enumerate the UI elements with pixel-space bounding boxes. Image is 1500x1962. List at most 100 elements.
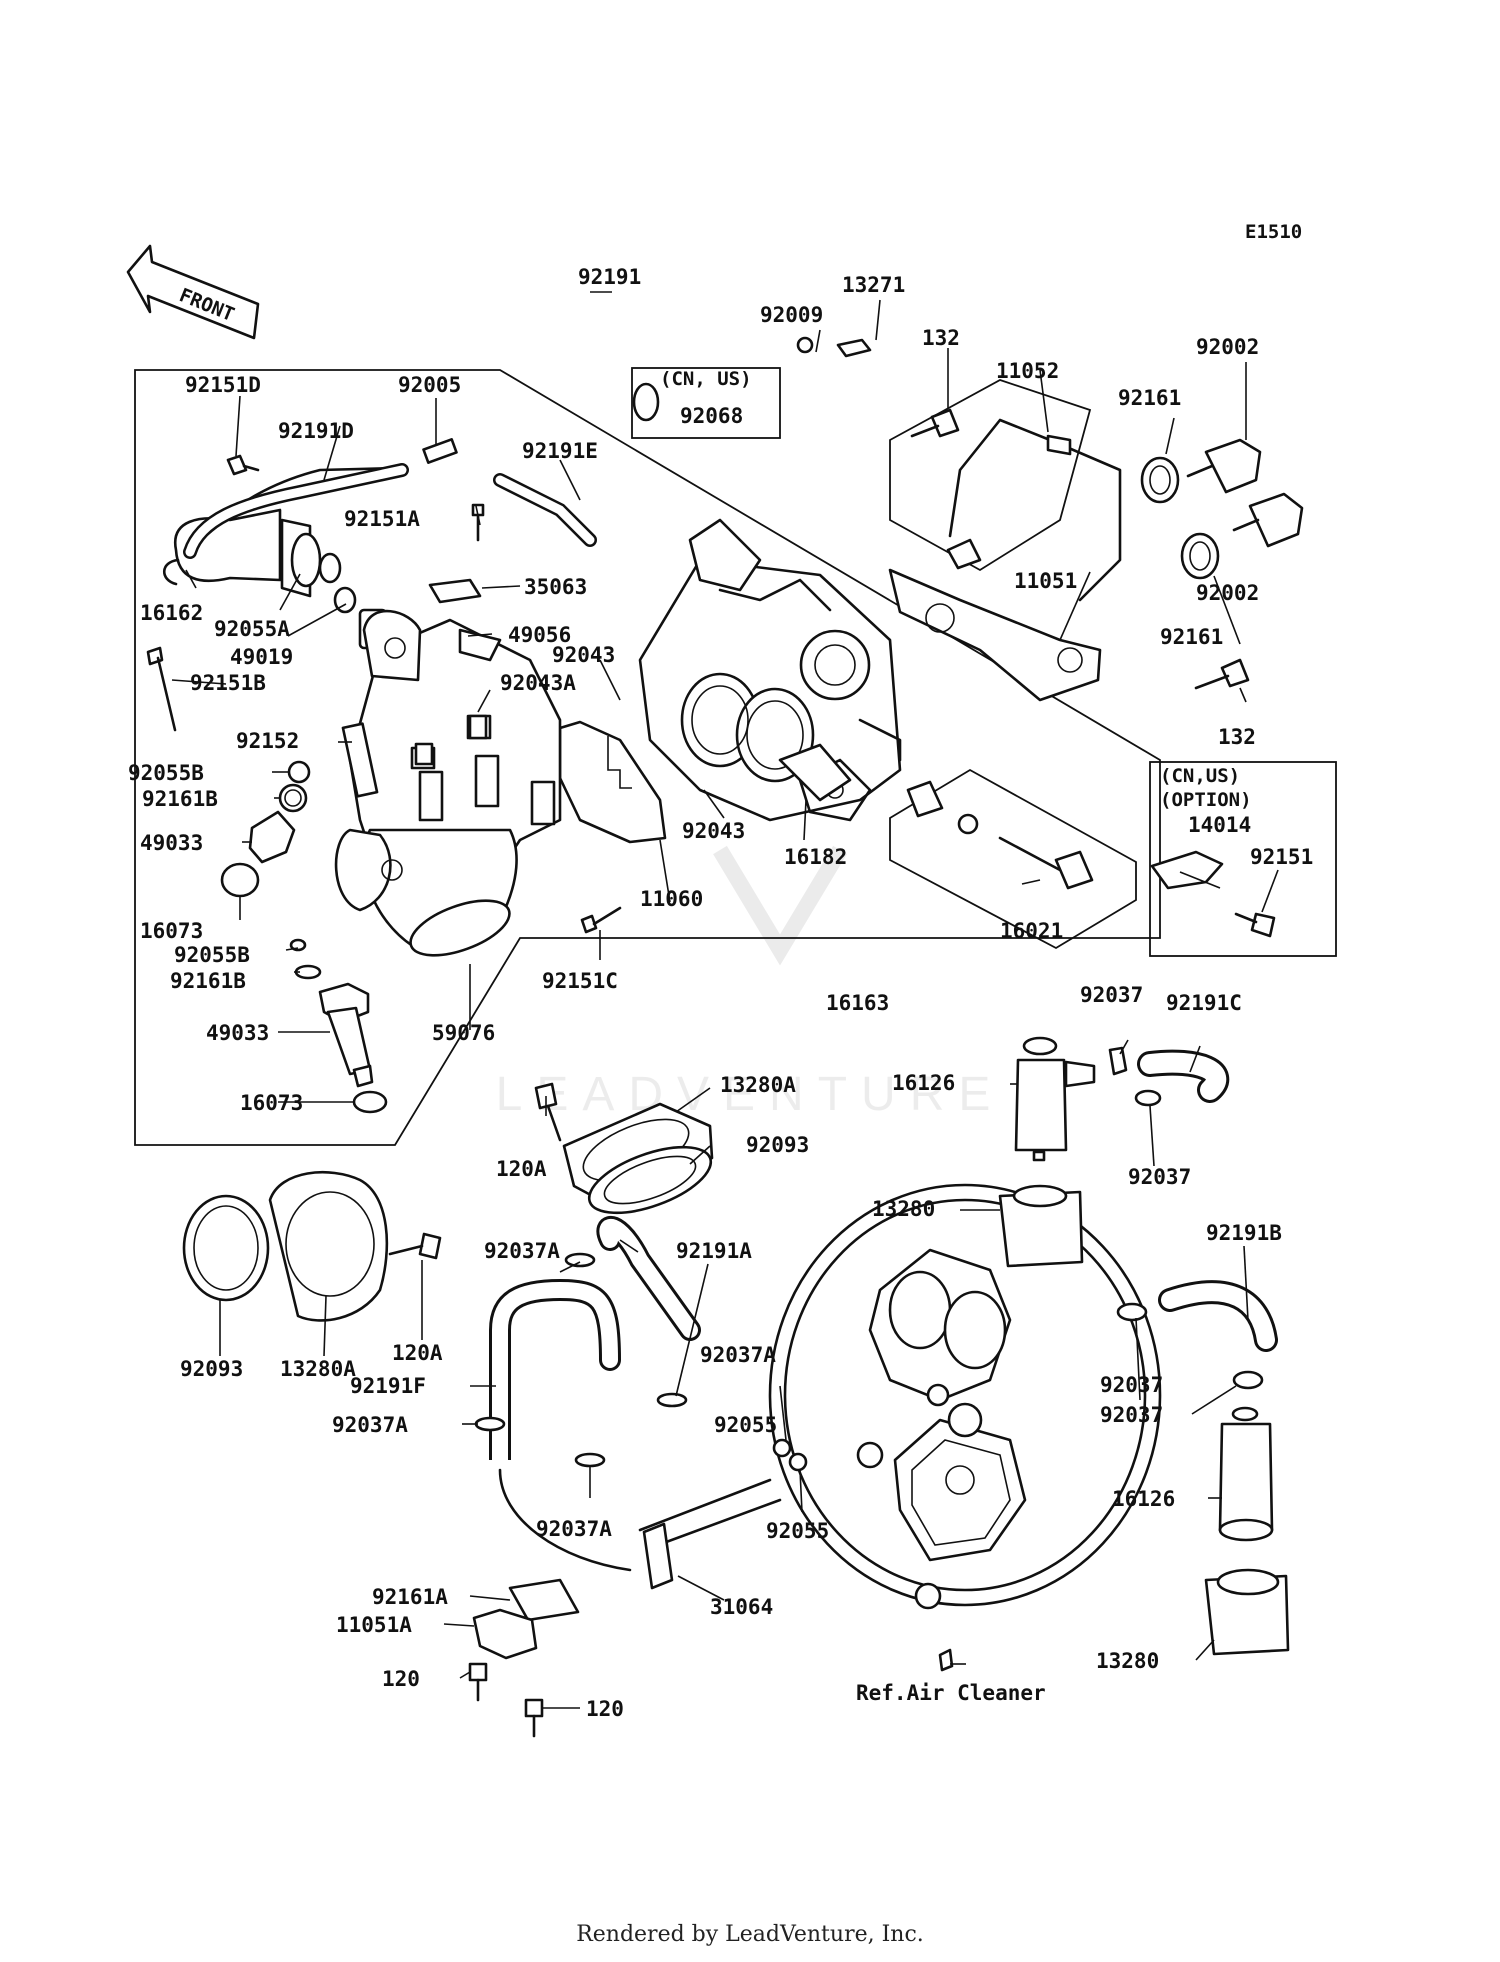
label-11060: 11060 xyxy=(640,887,703,911)
label-92037-mid: 92037 xyxy=(1128,1165,1191,1189)
label-92191: 92191 xyxy=(578,265,641,289)
label-16073-lower: 16073 xyxy=(240,1091,303,1115)
throttle-body xyxy=(638,518,902,822)
clip-13271 xyxy=(836,338,872,358)
label-120-right: 120 xyxy=(586,1697,624,1721)
label-92151B: 92151B xyxy=(190,671,266,695)
label-92037A-4: 92037A xyxy=(536,1517,612,1541)
label-49033: 49033 xyxy=(140,831,203,855)
label-92151C: 92151C xyxy=(542,969,618,993)
label-92068: 92068 xyxy=(680,404,743,428)
injector-49033-upper xyxy=(220,760,311,898)
bolt-120-left xyxy=(468,1662,488,1702)
label-92093-lower: 92093 xyxy=(180,1357,243,1381)
label-option: (OPTION) xyxy=(1160,789,1252,811)
bracket-49056 xyxy=(458,628,502,662)
diagram-code: E1510 xyxy=(1245,221,1302,243)
part-labels: 92191 13271 92009 132 92002 11052 92161 … xyxy=(128,265,1313,1721)
fuel-pump-16126-lower xyxy=(1204,1406,1290,1656)
bracket-14014 xyxy=(1150,850,1224,890)
fuel-rail xyxy=(334,608,562,957)
bolt-132-bottom xyxy=(1194,658,1250,690)
seal-92093-lower xyxy=(182,1194,270,1302)
label-92055-upper: 92055 xyxy=(714,1413,777,1437)
label-92161A: 92161A xyxy=(372,1585,448,1609)
label-13280A-lower: 13280A xyxy=(280,1357,356,1381)
label-92161B: 92161B xyxy=(142,787,218,811)
fuel-pump-16126-upper xyxy=(998,1036,1096,1268)
label-92009: 92009 xyxy=(760,303,823,327)
label-11051: 11051 xyxy=(1014,569,1077,593)
joint-31064 xyxy=(642,1522,674,1590)
label-16126-lower: 16126 xyxy=(1112,1487,1175,1511)
label-59076: 59076 xyxy=(432,1021,495,1045)
label-92191B: 92191B xyxy=(1206,1221,1282,1245)
lever-11051 xyxy=(888,568,1102,702)
label-16073: 16073 xyxy=(140,919,203,943)
bracket-92161A xyxy=(508,1578,580,1622)
label-92005: 92005 xyxy=(398,373,461,397)
label-11051A: 11051A xyxy=(336,1613,412,1637)
bushing-92161-top xyxy=(1140,456,1180,504)
label-92055-lower: 92055 xyxy=(766,1519,829,1543)
label-11052: 11052 xyxy=(996,359,1059,383)
label-92043A: 92043A xyxy=(500,671,576,695)
label-92055B: 92055B xyxy=(128,761,204,785)
label-13271: 13271 xyxy=(842,273,905,297)
label-92037A-1: 92037A xyxy=(484,1239,560,1263)
label-92151D: 92151D xyxy=(185,373,261,397)
label-92161B-lower: 92161B xyxy=(170,969,246,993)
bolt-120A-lower xyxy=(388,1232,442,1260)
label-13280A: 13280A xyxy=(720,1073,796,1097)
cn-us-box xyxy=(631,367,781,439)
gasket-11060 xyxy=(558,720,667,844)
valve-16021 xyxy=(906,780,1094,890)
label-92161-bottom: 92161 xyxy=(1160,625,1223,649)
label-16162: 16162 xyxy=(140,601,203,625)
label-35063: 35063 xyxy=(524,575,587,599)
label-120-left: 120 xyxy=(382,1667,420,1691)
bracket-35063 xyxy=(428,578,482,604)
bolt-92002-top xyxy=(1186,438,1262,494)
credit-footer: Rendered by LeadVenture, Inc. xyxy=(576,1922,924,1947)
label-92191F: 92191F xyxy=(350,1374,426,1398)
flange-13280A-lower xyxy=(268,1170,389,1322)
bolt-92002-bottom xyxy=(1232,492,1304,548)
sensor-16182 xyxy=(778,743,852,802)
label-92037-top: 92037 xyxy=(1080,983,1143,1007)
bolts-group xyxy=(146,454,622,934)
label-92191D: 92191D xyxy=(278,419,354,443)
label-120A: 120A xyxy=(496,1157,547,1181)
assembly-11052-frame xyxy=(889,379,1092,572)
leader-lines xyxy=(171,291,1279,1709)
label-92055B-lower: 92055B xyxy=(174,943,250,967)
label-49056: 49056 xyxy=(508,623,571,647)
screw-92009 xyxy=(796,336,814,354)
label-49033-lower: 49033 xyxy=(206,1021,269,1045)
label-16021: 16021 xyxy=(1000,919,1063,943)
label-92002-top: 92002 xyxy=(1196,335,1259,359)
label-92151A: 92151A xyxy=(344,507,420,531)
tee-92005 xyxy=(422,437,458,465)
label-132-top: 132 xyxy=(922,326,960,350)
front-arrow-icon: FRONT xyxy=(126,244,260,340)
assembly-16163-frame xyxy=(134,369,1161,1146)
spacer-92043A xyxy=(468,714,488,740)
bracket-11051A xyxy=(472,1608,538,1660)
label-16182: 16182 xyxy=(784,845,847,869)
seal-92093 xyxy=(587,1145,713,1215)
option-box xyxy=(1149,761,1337,957)
label-cn-us-2: (CN,US) xyxy=(1160,765,1240,787)
label-92043-bottom: 92043 xyxy=(682,819,745,843)
label-92055A: 92055A xyxy=(214,617,290,641)
label-92002-bottom: 92002 xyxy=(1196,581,1259,605)
spacer xyxy=(414,742,434,766)
air-cleaner-base xyxy=(768,1183,1162,1672)
label-92191E: 92191E xyxy=(522,439,598,463)
bolt-120-right xyxy=(524,1698,544,1738)
label-31064: 31064 xyxy=(710,1595,773,1619)
bolt-132-top xyxy=(910,408,960,438)
label-92037A-2: 92037A xyxy=(700,1343,776,1367)
label-92093: 92093 xyxy=(746,1133,809,1157)
